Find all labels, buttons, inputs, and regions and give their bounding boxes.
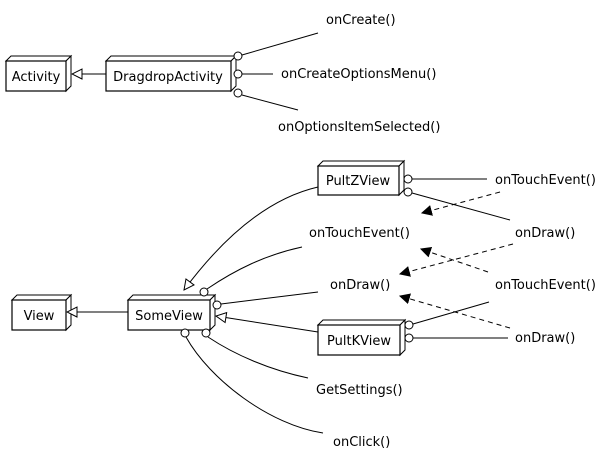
port-pk-on-draw	[404, 333, 414, 343]
port-pz-on-touch-event	[403, 174, 413, 184]
inherit-pultzview-someview	[184, 186, 319, 290]
method-on-options-item-selected: onOptionsItemSelected()	[278, 120, 440, 135]
link-pk-on-touch-event	[412, 301, 490, 325]
link-sv-on-draw	[220, 291, 319, 305]
method-on-click: onClick()	[333, 435, 390, 450]
view-box: View	[10, 293, 73, 332]
method-on-create: onCreate()	[326, 13, 396, 28]
dragdrop-activity-label: DragdropActivity	[113, 70, 223, 85]
link-sv-on-touch-event	[206, 246, 303, 290]
link-on-create	[241, 32, 319, 56]
port-on-options-item-selected	[233, 88, 243, 98]
port-sv-on-click	[180, 328, 190, 338]
dep-pz-draw-to-sv-draw	[398, 243, 514, 277]
port-on-create-options-menu	[233, 69, 243, 79]
port-pz-on-draw	[403, 187, 413, 197]
method-pk-on-touch-event: onTouchEvent()	[495, 278, 596, 293]
dep-pk-touch-to-sv-touch	[419, 247, 489, 273]
activity-box: Activity	[4, 54, 73, 93]
link-sv-get-settings	[207, 336, 309, 379]
method-sv-on-touch-event: onTouchEvent()	[309, 226, 410, 241]
method-pk-on-draw: onDraw()	[515, 331, 575, 346]
port-sv-on-touch-event	[199, 287, 209, 297]
port-on-create	[233, 51, 243, 61]
activity-label: Activity	[12, 70, 61, 85]
method-pz-on-draw: onDraw()	[515, 226, 575, 241]
some-view-box: SomeView	[126, 293, 217, 332]
link-sv-on-click	[185, 336, 324, 434]
port-sv-get-settings	[201, 328, 211, 338]
method-pz-on-touch-event: onTouchEvent()	[495, 173, 596, 188]
pult-k-view-box: PultKView	[316, 318, 407, 357]
pult-z-view-label: PultZView	[326, 174, 391, 189]
inherit-pultkview-someview	[216, 316, 319, 333]
method-sv-on-draw: onDraw()	[330, 278, 390, 293]
pult-z-view-box: PultZView	[316, 159, 406, 197]
method-on-create-options-menu: onCreateOptionsMenu()	[281, 67, 436, 82]
port-sv-on-draw	[212, 300, 222, 310]
port-pk-on-touch-event	[404, 320, 414, 330]
view-label: View	[24, 309, 55, 324]
dep-pz-touch-to-sv-touch	[420, 191, 501, 216]
some-view-label: SomeView	[135, 309, 203, 324]
pult-k-view-label: PultKView	[327, 334, 391, 349]
dep-pk-draw-to-sv-draw	[398, 293, 511, 329]
link-on-options-item-selected	[241, 94, 299, 111]
link-pz-on-draw	[411, 192, 511, 221]
dragdrop-activity-box: DragdropActivity	[104, 54, 238, 93]
method-get-settings: GetSettings()	[316, 383, 403, 398]
